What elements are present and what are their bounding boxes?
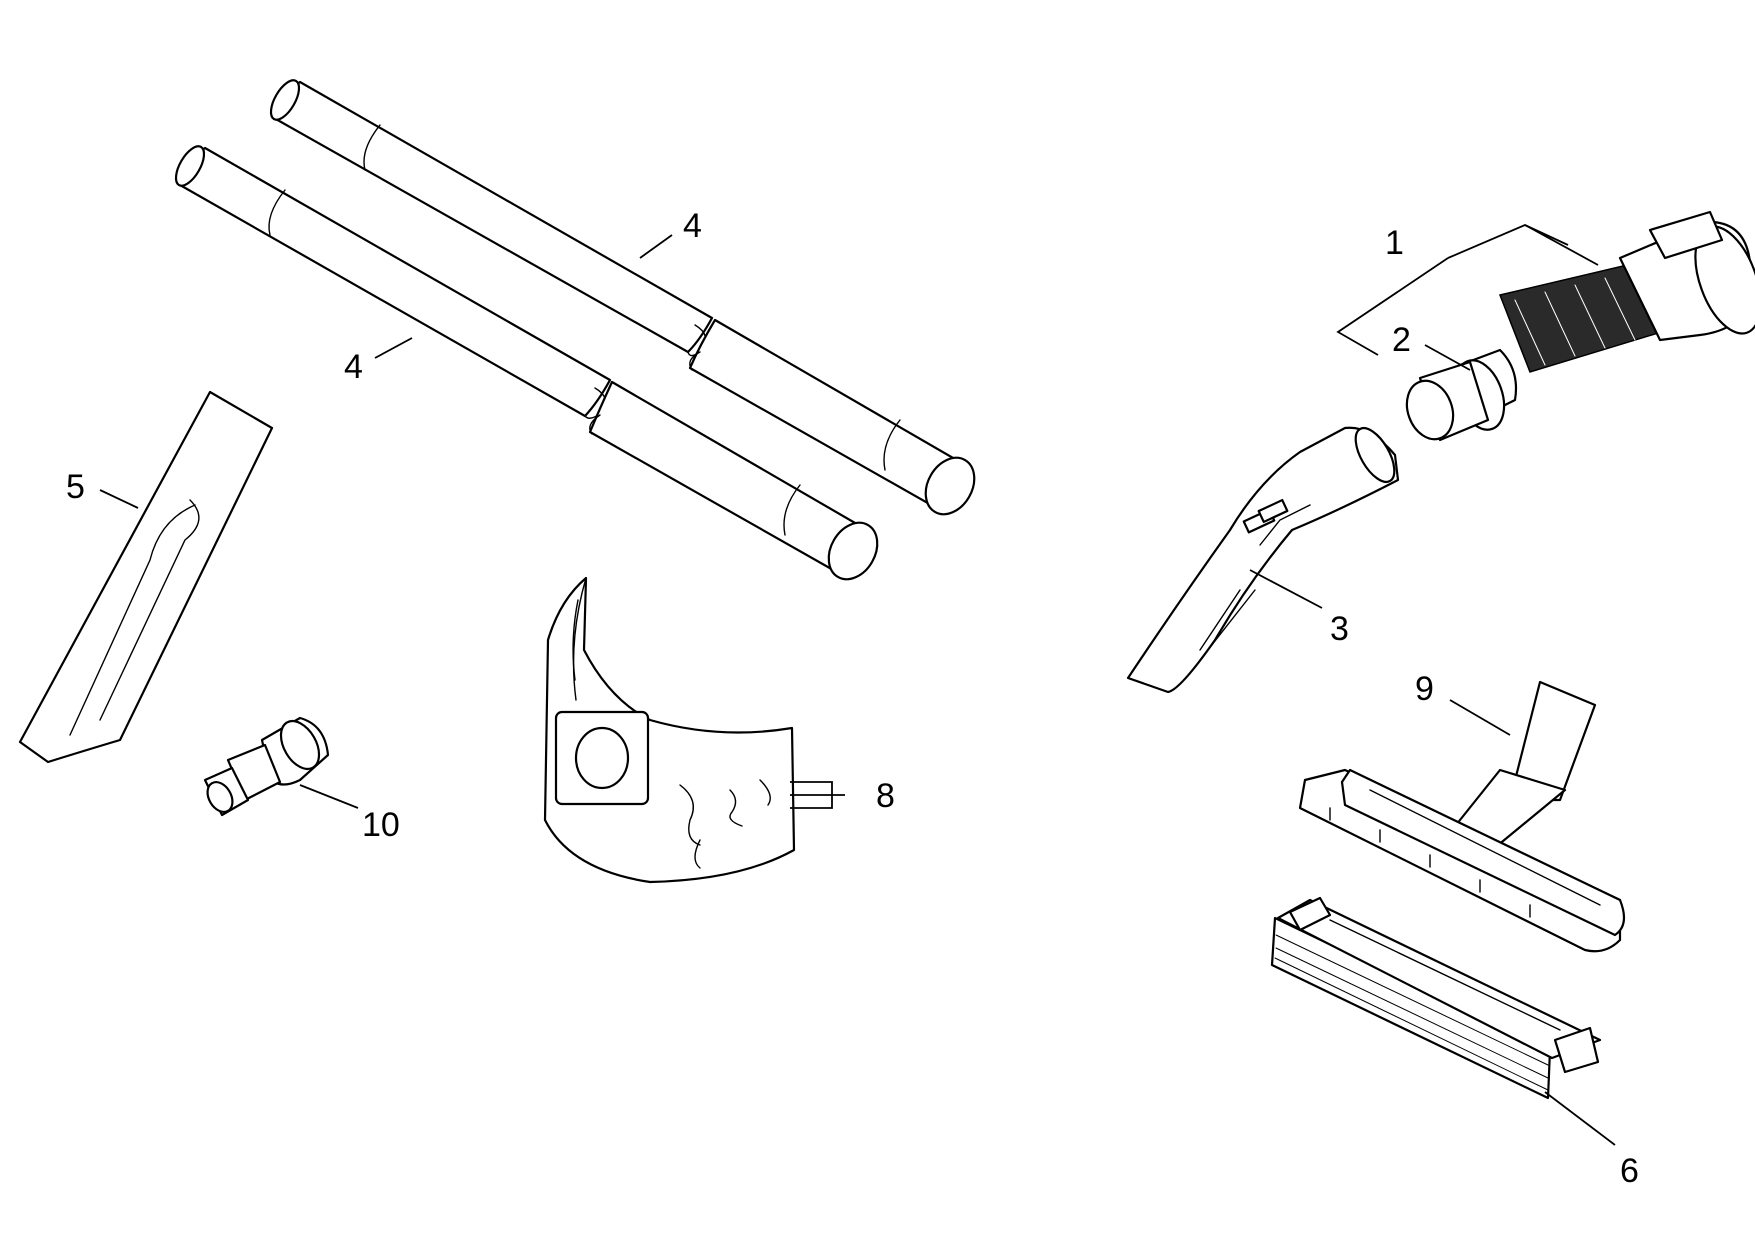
suction-tube-upper-right: [688, 318, 976, 516]
leader-2: [1424, 344, 1471, 371]
suction-tube-upper-left: [269, 79, 714, 357]
brush-strip: [1270, 896, 1602, 1100]
leader-lines: [99, 224, 1616, 1146]
leader-5: [99, 489, 139, 509]
floor-nozzle: [1298, 680, 1626, 953]
callout-8: 8: [876, 777, 895, 815]
filter-bag: [543, 576, 796, 884]
callout-5: 5: [66, 468, 85, 506]
callout-2: 2: [1392, 321, 1411, 359]
crevice-nozzle: [18, 390, 274, 764]
leader-10: [299, 784, 359, 809]
suction-tube-lower-left: [174, 145, 612, 419]
leader-1: [1447, 224, 1569, 259]
leader-4b: [374, 337, 413, 359]
callout-1: 1: [1385, 224, 1404, 262]
hose-coil-lines: [1514, 277, 1636, 366]
reducer-adapter: [203, 716, 330, 817]
leader-3: [1249, 569, 1323, 609]
callout-4-upper: 4: [683, 207, 702, 245]
callout-10: 10: [362, 806, 400, 844]
suction-tube-lower-right: [588, 380, 879, 581]
leader-6: [1544, 1091, 1616, 1146]
leader-4a: [639, 234, 673, 259]
callout-4-lower: 4: [344, 348, 363, 386]
suction-hose-assembly: [1405, 210, 1755, 442]
callout-3: 3: [1330, 610, 1349, 648]
leader-9: [1449, 699, 1511, 736]
callout-9: 9: [1415, 670, 1434, 708]
bent-handle: [1126, 426, 1400, 694]
callout-6: 6: [1620, 1152, 1639, 1190]
